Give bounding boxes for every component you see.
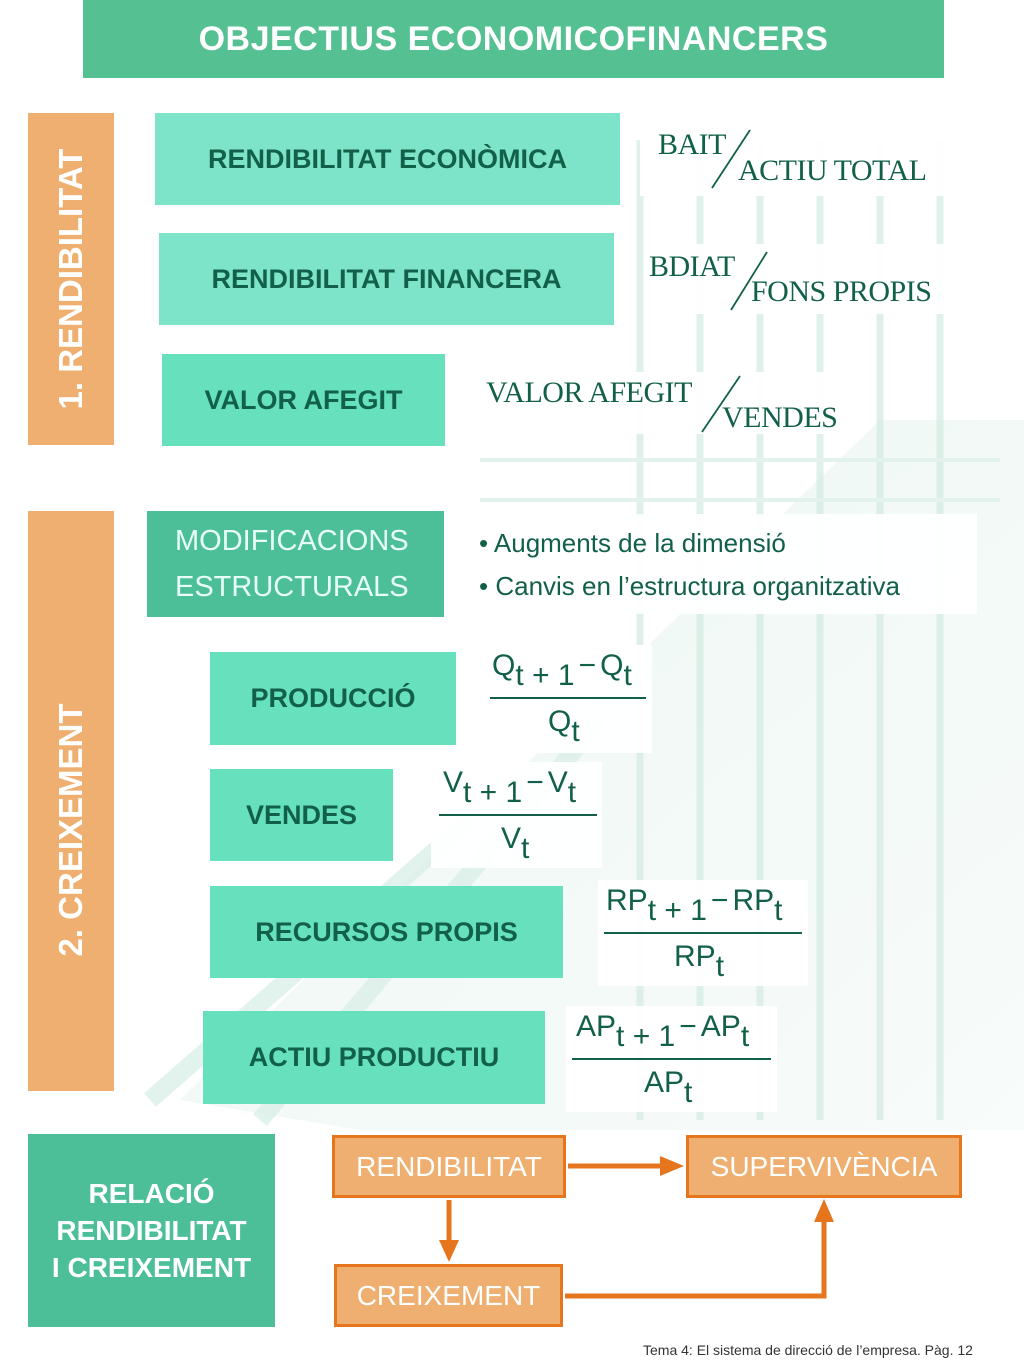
fraction-bar [604,932,802,934]
arrow-rendibilitat-to-creixement [439,1200,459,1262]
ratio-numerator: BAIT [658,128,727,161]
modificacions-line-1: MODIFICACIONS [175,525,409,557]
valor-afegit-box: VALOR AFEGIT [162,354,445,446]
fraction-bar [572,1058,771,1060]
vendes-box: VENDES [210,769,393,861]
ratio-valor-afegit-vendes: VALOR AFEGIT VENDES [480,372,850,434]
relacio-line-3: I CREIXEMENT [51,1252,252,1283]
formula-numerator: RPt + 1−RPt [606,884,783,927]
node-supervivencia: SUPERVIVÈNCIA [686,1135,962,1198]
ratio-slash [730,251,768,311]
ratio-denominator: VENDES [722,401,838,434]
rendibilitat-economica-box: RENDIBILITAT ECONÒMICA [155,113,620,205]
actiu-productiu-box: ACTIU PRODUCTIU [203,1011,545,1104]
produccio-box: PRODUCCIÓ [210,652,456,745]
formula-numerator: Vt + 1−Vt [443,766,577,809]
section-rendibilitat-label-bar: 1. RENDIBILITAT [28,113,114,445]
modificacions-line-2: ESTRUCTURALS [175,571,409,603]
section-creixement-label-bar: 2. CREIXEMENT [28,511,114,1091]
ratio-denominator: ACTIU TOTAL [738,154,927,187]
node-rendibilitat: RENDIBILITAT [332,1135,566,1198]
ratio-bait-actiu-total: BAIT ACTIU TOTAL [640,118,955,196]
rendibilitat-financera-box: RENDIBILITAT FINANCERA [159,233,614,325]
formula-denominator: Qt [548,705,580,748]
node-creixement: CREIXEMENT [334,1264,563,1327]
formula-denominator: Vt [501,822,530,865]
fraction-bar [439,814,597,816]
formula-recursos-propis: RPt + 1−RPt RPt [598,880,808,986]
ratio-numerator: BDIAT [649,250,735,283]
ratio-bdiat-fons-propis: BDIAT FONS PROPIS [645,244,955,314]
recursos-propis-box: RECURSOS PROPIS [210,886,563,978]
fraction-bar [490,697,646,699]
formula-actiu-productiu: APt + 1−APt APt [566,1006,777,1112]
page-title: OBJECTIUS ECONOMICOFINANCERS [83,0,944,78]
formula-denominator: APt [644,1066,693,1109]
ratio-slash [711,129,751,189]
relacio-line-2: RENDIBILITAT [56,1215,247,1246]
footer-text: Tema 4: El sistema de direcció de l’empr… [643,1342,973,1358]
modificacions-bullet-list: • Augments de la dimensió • Canvis en l’… [467,514,977,614]
formula-denominator: RPt [674,940,725,983]
bullet-item: • Canvis en l’estructura organitzativa [479,571,900,601]
relacio-rendibilitat-creixement-box: RELACIÓ RENDIBILITAT I CREIXEMENT [28,1134,275,1327]
formula-numerator: APt + 1−APt [576,1010,750,1053]
relacio-line-1: RELACIÓ [88,1178,215,1209]
modificacions-estructurals-box: MODIFICACIONS ESTRUCTURALS [147,511,444,617]
formula-vendes: Vt + 1−Vt Vt [431,762,602,868]
ratio-slash [701,375,741,433]
bullet-item: • Augments de la dimensió [479,528,786,558]
formula-numerator: Qt + 1−Qt [492,649,632,692]
ratio-denominator: FONS PROPIS [751,275,932,308]
arrow-creixement-to-supervivencia [565,1199,834,1299]
ratio-numerator: VALOR AFEGIT [486,376,692,409]
formula-produccio: Qt + 1−Qt Qt [484,645,652,753]
arrow-rendibilitat-to-supervivencia [568,1156,684,1176]
